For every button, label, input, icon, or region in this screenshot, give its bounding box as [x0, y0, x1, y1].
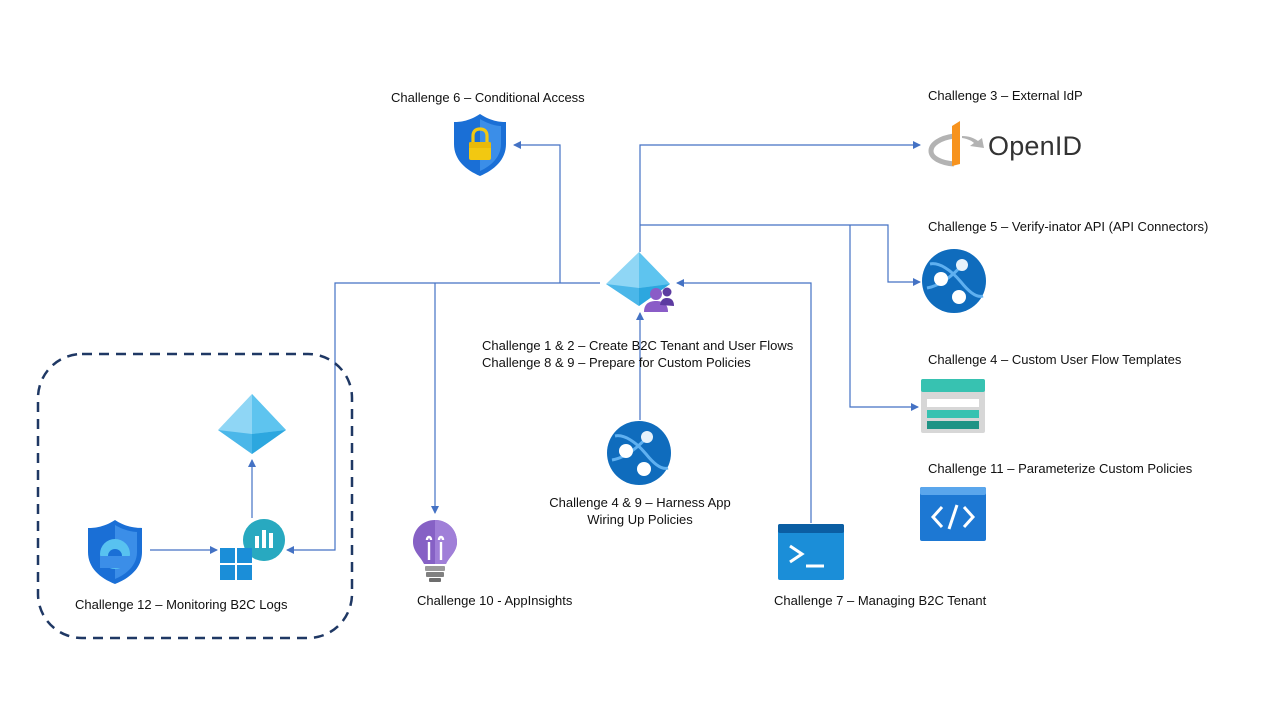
code-blade-icon	[920, 487, 986, 541]
openid-logo-icon	[928, 121, 984, 167]
connector-templates	[849, 225, 919, 411]
label-conditional-access: Challenge 6 – Conditional Access	[391, 90, 585, 105]
label-external-idp: Challenge 3 – External IdP	[928, 88, 1083, 103]
label-harness-app: Challenge 4 & 9 – Harness App	[549, 495, 731, 510]
connector-conditional-access	[513, 141, 561, 283]
log-analytics-icon	[220, 519, 285, 580]
azure-ad-b2c-icon	[606, 252, 674, 312]
app-insights-icon	[413, 520, 457, 582]
label-prepare-custom-policies: Challenge 8 & 9 – Prepare for Custom Pol…	[482, 355, 751, 370]
monitoring-group-border	[36, 352, 354, 640]
shield-lock-icon	[454, 114, 506, 176]
monitoring-b2c-icon	[218, 394, 286, 454]
sentinel-shield-icon	[88, 520, 142, 584]
label-wiring-up-policies: Wiring Up Policies	[587, 512, 693, 527]
web-app-icon	[922, 249, 986, 313]
label-create-b2c-tenant: Challenge 1 & 2 – Create B2C Tenant and …	[482, 338, 794, 353]
label-app-insights: Challenge 10 - AppInsights	[417, 593, 573, 608]
connector-openid	[639, 141, 921, 252]
label-managing-b2c-tenant: Challenge 7 – Managing B2C Tenant	[774, 593, 987, 608]
label-parameterize-custom-policies: Challenge 11 – Parameterize Custom Polic…	[928, 461, 1193, 476]
label-verify-inator-api: Challenge 5 – Verify-inator API (API Con…	[928, 219, 1209, 234]
harness-web-app-icon	[607, 421, 671, 485]
storage-table-icon	[921, 379, 985, 433]
cloud-shell-icon	[778, 524, 844, 580]
label-custom-user-flow-templates: Challenge 4 – Custom User Flow Templates	[928, 352, 1182, 367]
connector-api	[640, 224, 921, 286]
label-monitoring-b2c-logs: Challenge 12 – Monitoring B2C Logs	[75, 597, 288, 612]
connector-cloud-shell	[676, 279, 812, 523]
connector-bus-left	[286, 282, 600, 554]
openid-wordmark: OpenID	[988, 131, 1083, 161]
